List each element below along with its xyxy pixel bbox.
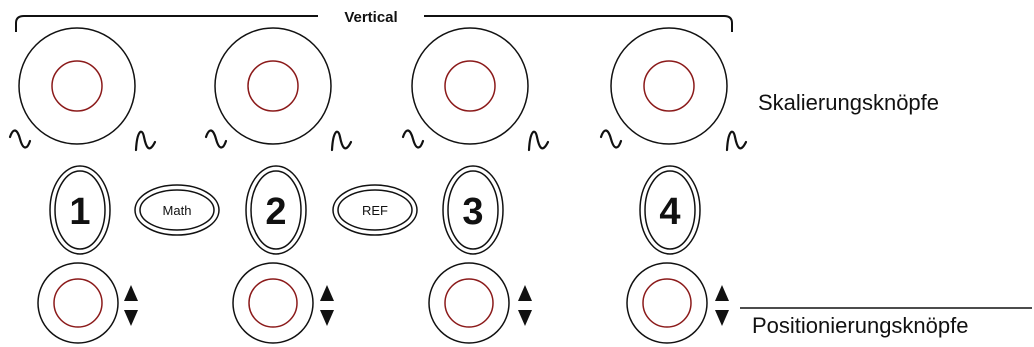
rotate-cw-icon [527,130,550,152]
channel-2-label: 2 [265,191,286,233]
math-button-label: Math [163,203,192,218]
channel-1-label: 1 [69,191,90,233]
scale-knobs-label: Skalierungsknöpfe [758,90,939,115]
channel-4-group: 4 [599,27,748,344]
channel-4-button[interactable]: 4 [639,165,701,255]
section-title: Vertical [344,9,397,26]
rotate-ccw-icon [401,129,425,149]
down-arrow-icon [715,310,729,326]
channel-3-group: 3 [401,27,550,344]
position-knob-ch2[interactable] [232,262,314,344]
channel-3-label: 3 [462,191,483,233]
rotate-ccw-icon [599,129,623,149]
position-knob-ch1[interactable] [37,262,119,344]
position-knobs-label: Positionierungsknöpfe [752,313,968,338]
position-knob-ch3[interactable] [428,262,510,344]
rotate-cw-icon [330,130,353,152]
up-arrow-icon [715,285,729,301]
rotate-ccw-icon [8,129,32,149]
channel-1-button[interactable]: 1 [49,165,111,255]
scale-knob-ch3[interactable] [411,27,529,145]
down-arrow-icon [320,310,334,326]
rotate-cw-icon [725,130,748,152]
channel-2-group: 2 [204,27,353,344]
rotate-cw-icon [134,130,157,152]
scale-knob-ch1[interactable] [18,27,136,145]
scale-knob-ch2[interactable] [214,27,332,145]
channel-3-button[interactable]: 3 [442,165,504,255]
ref-button-label: REF [362,203,388,218]
scale-knob-ch4[interactable] [610,27,728,145]
rotate-ccw-icon [204,129,228,149]
up-arrow-icon [320,285,334,301]
channel-1-group: 1 [8,27,157,344]
up-arrow-icon [518,285,532,301]
up-arrow-icon [124,285,138,301]
vertical-section-bracket: Vertical [15,9,733,32]
math-button[interactable]: Math [134,184,220,236]
channel-4-label: 4 [659,191,680,233]
ref-button[interactable]: REF [332,184,418,236]
down-arrow-icon [124,310,138,326]
channel-2-button[interactable]: 2 [245,165,307,255]
down-arrow-icon [518,310,532,326]
position-knob-ch4[interactable] [626,262,708,344]
